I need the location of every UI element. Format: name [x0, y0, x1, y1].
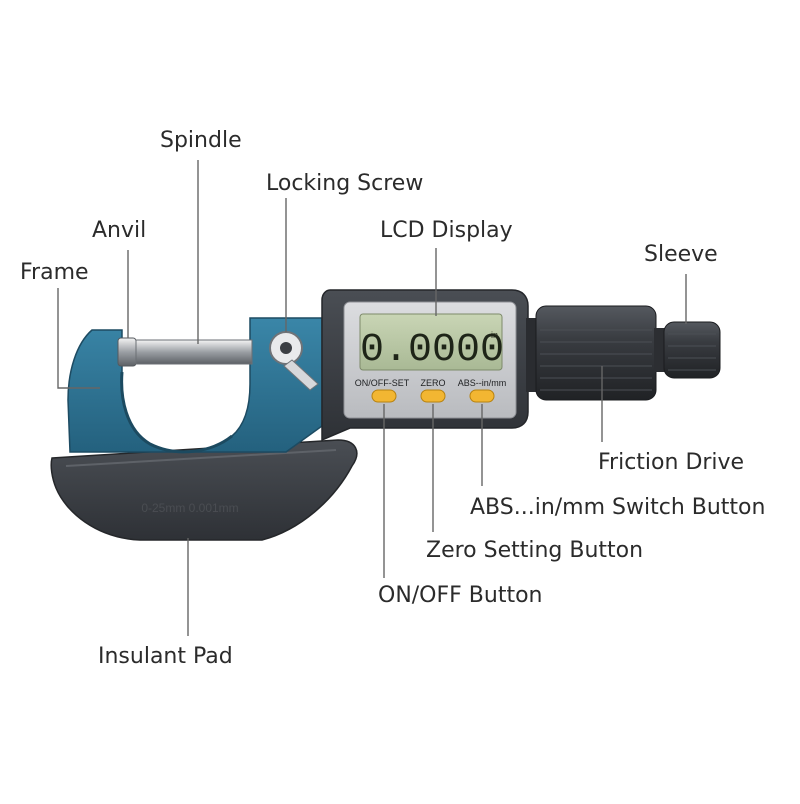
label-frame: Frame [20, 260, 89, 285]
device-label-on-off-set: ON/OFF-SET [355, 378, 410, 388]
insulant-pad [50, 439, 358, 541]
sleeve-neck [654, 328, 666, 372]
on-off-button [371, 389, 397, 403]
lcd-reading: 0.0000 [360, 328, 504, 373]
lcd-unit: in [491, 330, 498, 340]
device-label-abs: ABS--in/mm [458, 378, 507, 388]
label-insulant-pad: Insulant Pad [98, 644, 233, 669]
label-zero-setting-button: Zero Setting Button [426, 538, 644, 563]
lcd-screen [359, 313, 503, 371]
frame-engraving: 0-25mm 0.001mm [141, 501, 238, 515]
locking-screw-lever [283, 359, 319, 391]
zero-button [420, 389, 446, 403]
spindle [135, 339, 253, 365]
label-lcd-display: LCD Display [380, 218, 513, 243]
anvil [117, 337, 137, 367]
label-abs-switch-button: ABS...in/mm Switch Button [470, 495, 766, 520]
locking-screw-center [280, 342, 292, 354]
frame-inner-shadow [120, 371, 233, 454]
label-locking-screw: Locking Screw [266, 171, 424, 196]
label-on-off-button: ON/OFF Button [378, 583, 543, 608]
barrel [526, 318, 538, 392]
label-friction-drive: Friction Drive [598, 450, 745, 475]
friction-drive-knurling [540, 317, 652, 391]
sleeve [663, 321, 721, 379]
leader-line-frame [57, 288, 100, 389]
device-label-zero: ZERO [420, 378, 445, 388]
leader-lines [57, 160, 687, 636]
label-sleeve: Sleeve [644, 242, 718, 267]
friction-drive [535, 305, 657, 401]
label-spindle: Spindle [160, 128, 242, 153]
sleeve-knurling [668, 333, 716, 371]
label-anvil: Anvil [92, 218, 147, 243]
insulant-pad-bevel [65, 449, 337, 467]
abs-button [469, 389, 495, 403]
